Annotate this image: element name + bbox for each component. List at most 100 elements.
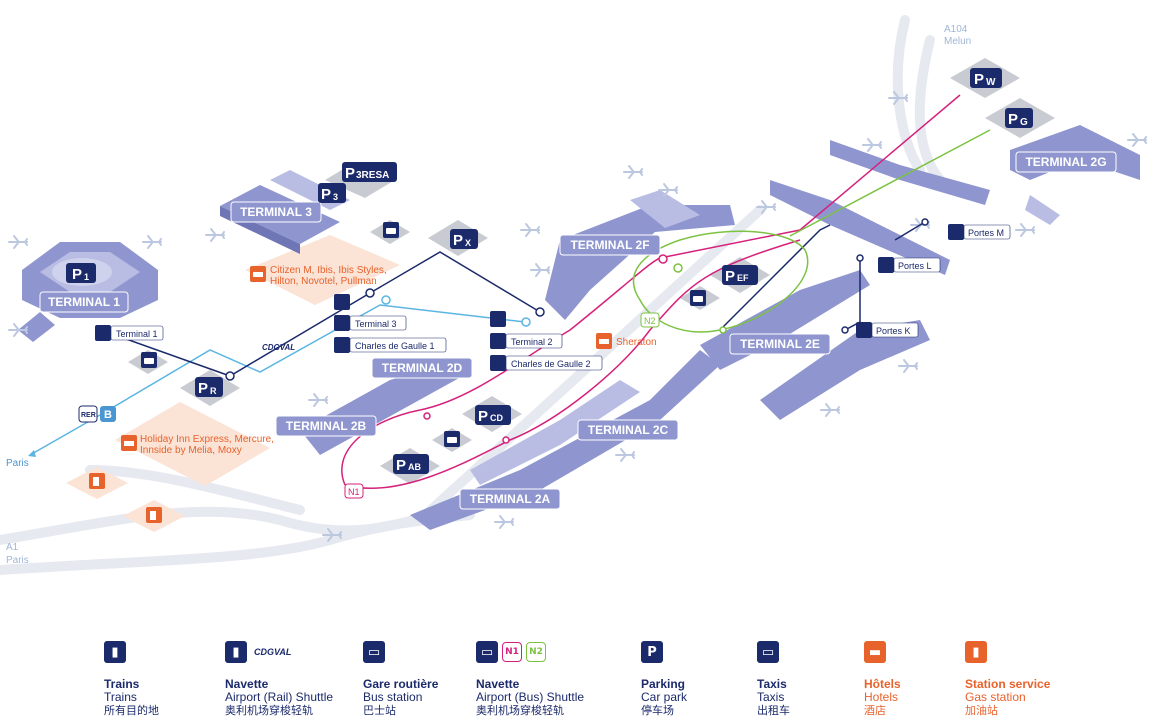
svg-text:P: P [396,457,406,474]
svg-text:P: P [1008,111,1018,128]
terminal-labels: TERMINAL 1 TERMINAL 3 TERMINAL 2F TERMIN… [39,151,1117,510]
shuttle-bus-icon: ▭ [476,641,498,663]
svg-text:TERMINAL 3: TERMINAL 3 [240,205,312,219]
plane-icons [8,91,1147,542]
terminal-2e-label: TERMINAL 2E [729,333,831,355]
cdgval-line [111,218,929,381]
rer-b-badge: RER B [78,405,116,423]
svg-text:Terminal 3: Terminal 3 [355,319,397,329]
station-labels: Terminal 1 CDGVAL Terminal 3 Charles de … [95,224,1011,371]
taxi-icon: ▭ [757,641,779,663]
terminal-2a-label: TERMINAL 2A [459,488,561,510]
station-portes-l: Portes L [878,257,941,273]
legend-parking: P Parking Car park 停车场 [641,640,687,717]
svg-text:Terminal 2: Terminal 2 [511,337,553,347]
taxi-icon [444,431,460,447]
gas-station-icons [89,473,162,523]
svg-text:TERMINAL 2G: TERMINAL 2G [1025,155,1106,169]
svg-text:A1: A1 [6,542,19,553]
terminal-3-label: TERMINAL 3 [230,201,322,223]
shuttle-rail-icon: ▮ [225,641,247,663]
svg-text:CD: CD [490,413,503,423]
taxi-icon [141,352,157,368]
svg-text:Portes K: Portes K [876,326,911,336]
hotel-icon [596,333,612,349]
legend-taxis: ▭ Taxis Taxis 出租车 [757,640,790,717]
svg-text:Paris: Paris [6,458,29,469]
terminal-1-label: TERMINAL 1 [39,291,129,313]
hotel-labels: Citizen M, Ibis, Ibis Styles, Hilton, No… [121,265,657,456]
svg-text:TERMINAL 2D: TERMINAL 2D [382,361,463,375]
svg-text:TERMINAL 2C: TERMINAL 2C [588,423,669,437]
svg-text:N2: N2 [644,316,656,326]
road-labels: A104 Melun A1 Paris Paris [6,24,971,566]
terminal-2d-label: TERMINAL 2D [371,357,473,379]
hotel-icon: ▬ [864,641,886,663]
legend-hotels: ▬ Hôtels Hotels 酒店 [864,640,901,717]
svg-text:RER: RER [81,412,96,419]
taxi-icon [383,222,399,238]
taxi-icon [690,290,706,306]
svg-text:3RESA: 3RESA [356,170,389,181]
gas-station-icon [146,507,162,523]
parking-icon: P [641,641,663,663]
svg-text:P: P [478,408,488,425]
legend-bus-shuttle: ▭ N1 N2 Navette Airport (Bus) Shuttle 奥利… [476,640,584,717]
gas-station-icon [89,473,105,489]
station-cdgval-terminal-1: Terminal 1 [95,325,164,341]
svg-text:1: 1 [84,272,89,282]
station-cdgval-terminal-3: Terminal 3 [334,315,407,331]
station-cdgval-terminal-2: Terminal 2 [490,333,563,349]
svg-text:TERMINAL 2A: TERMINAL 2A [470,492,551,506]
svg-text:B: B [104,409,112,421]
svg-text:Portes M: Portes M [968,228,1004,238]
terminal-2g-label: TERMINAL 2G [1015,151,1117,173]
terminal-2b-label: TERMINAL 2B [275,415,377,437]
taxi-icons [141,222,706,447]
svg-text:P: P [345,165,355,182]
hotel-icon [121,435,137,451]
svg-text:Melun: Melun [944,36,971,47]
n2-badge: N2 [640,312,660,328]
svg-text:TERMINAL 2B: TERMINAL 2B [286,419,367,433]
n1-badge: N1 [344,483,364,499]
svg-text:P: P [453,232,463,249]
legend-cdgval: ▮CDGVAL Navette Airport (Rail) Shuttle 奥… [225,640,333,717]
svg-text:X: X [465,238,471,248]
station-cdgval-label: CDGVAL [262,343,295,352]
station-bus-t3 [334,294,350,310]
legend-gas-station: ▮ Station service Gas station 加油站 [965,640,1050,717]
svg-text:P: P [321,186,331,203]
station-bus-t2 [490,311,506,327]
svg-text:AB: AB [408,462,421,472]
svg-text:Hilton, Novotel, Pullman: Hilton, Novotel, Pullman [270,276,377,287]
airport-map: TERMINAL 1 TERMINAL 3 TERMINAL 2F TERMIN… [0,15,1147,575]
svg-text:N1: N1 [348,487,360,497]
svg-text:Innside by Melia, Moxy: Innside by Melia, Moxy [140,445,242,456]
svg-text:P: P [974,71,984,88]
map-legend: ▮ Trains Trains 所有目的地 ▮CDGVAL Navette Ai… [0,640,1158,724]
svg-text:3: 3 [333,192,338,202]
svg-text:Portes L: Portes L [898,261,932,271]
svg-text:P: P [725,268,735,285]
train-icon: ▮ [104,641,126,663]
svg-text:EF: EF [737,273,749,283]
svg-text:TERMINAL 2F: TERMINAL 2F [570,238,649,252]
svg-text:P: P [198,380,208,397]
station-train-cdg1: Charles de Gaulle 1 [334,337,447,353]
svg-text:A104: A104 [944,24,968,35]
svg-text:W: W [986,77,996,88]
svg-text:Charles de Gaulle 2: Charles de Gaulle 2 [511,359,591,369]
n1-badge-legend: N1 [502,642,522,662]
bus-icon: ▭ [363,641,385,663]
svg-text:P: P [72,266,82,283]
svg-text:Holiday Inn Express, Mercure,: Holiday Inn Express, Mercure, [140,434,274,445]
svg-text:Terminal 1: Terminal 1 [116,329,158,339]
